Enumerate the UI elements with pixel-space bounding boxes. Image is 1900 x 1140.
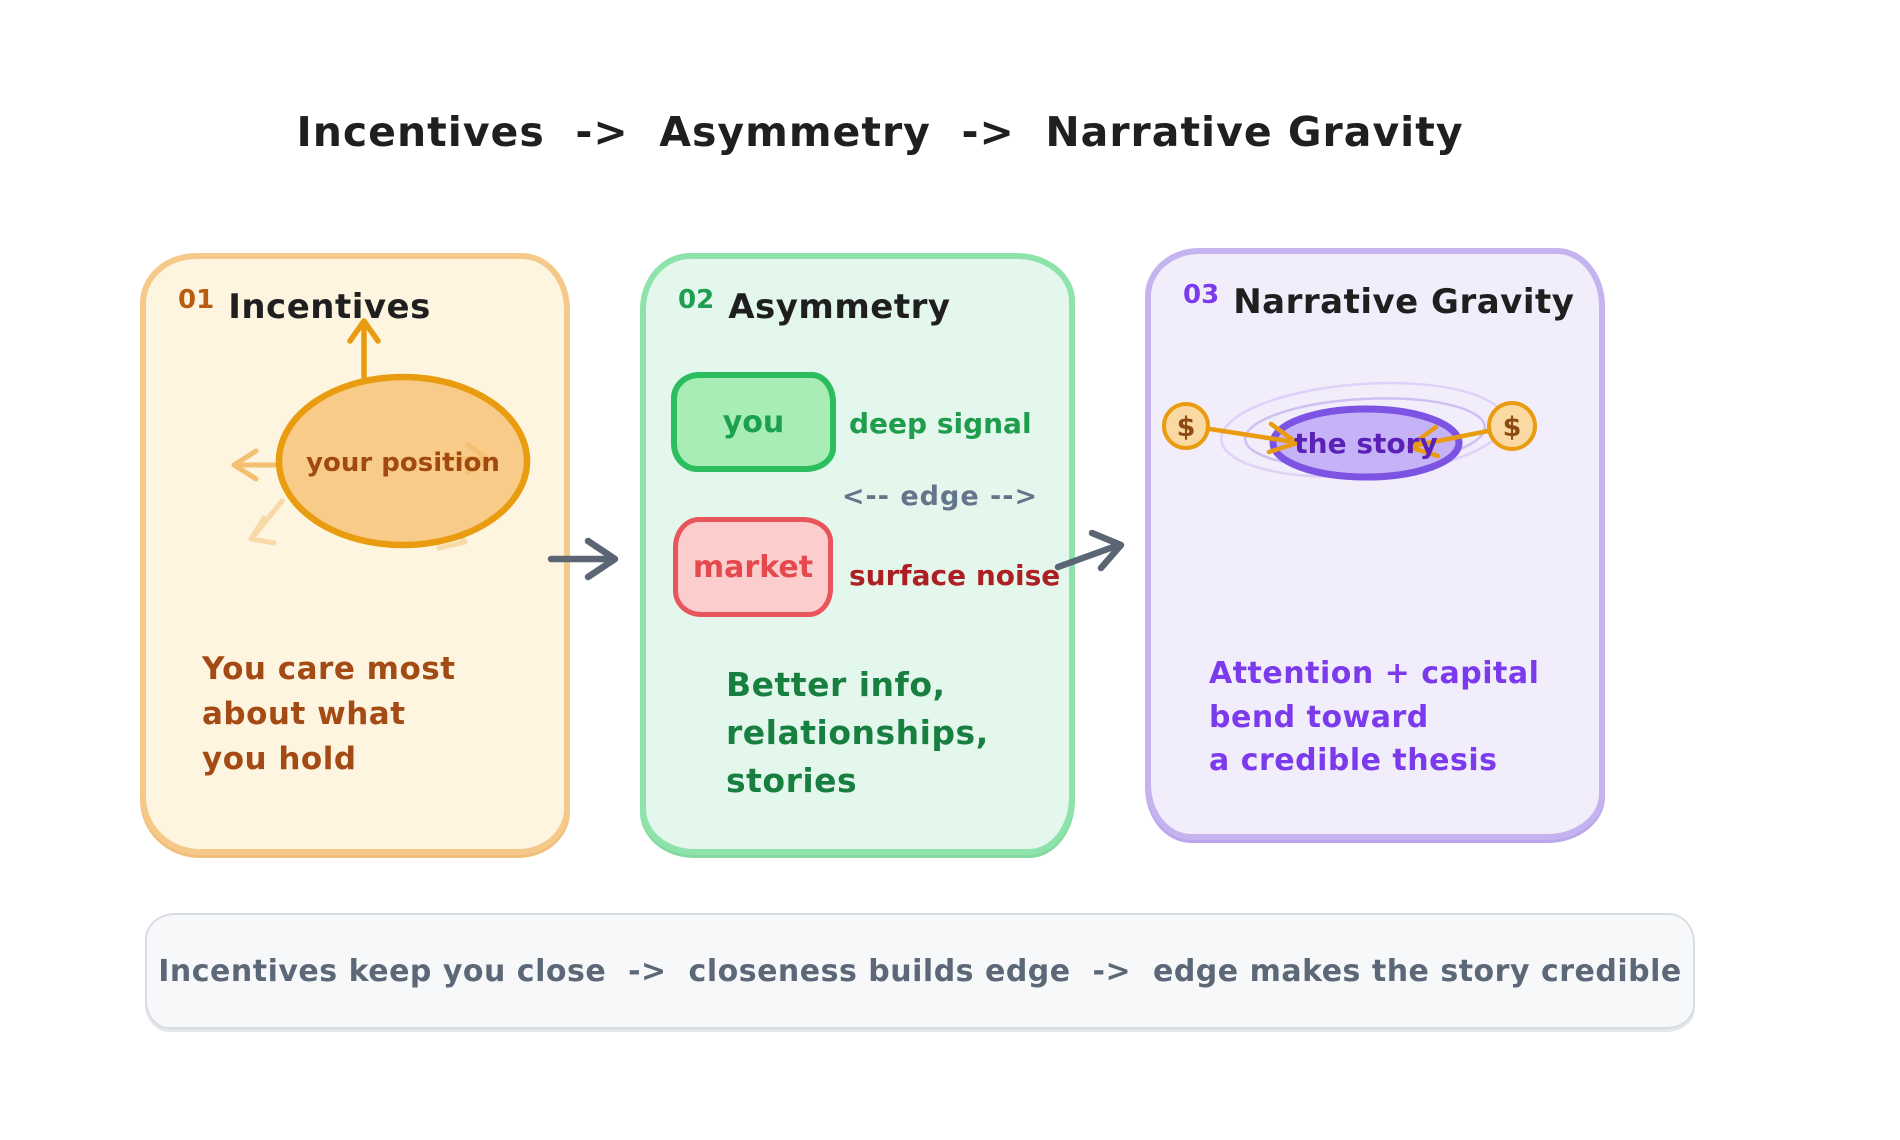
body-line: Attention + capital <box>1209 656 1540 691</box>
position-bubble-graphic: your position <box>231 318 531 551</box>
card-number: 03 <box>1183 280 1220 310</box>
market-box-label: market <box>692 549 814 585</box>
arrow-right-icon <box>443 442 491 475</box>
card-narrative-gravity-header: 03 Narrative Gravity <box>1183 280 1574 322</box>
body-line: you hold <box>202 740 357 777</box>
surface-noise-caption: surface noise <box>849 559 1061 592</box>
you-box-label: you <box>722 404 785 440</box>
body-line: Better info, <box>726 665 946 704</box>
card-incentives-body: You care most about what you hold <box>202 647 456 782</box>
your-position-bubble <box>275 373 531 549</box>
card-heading: Narrative Gravity <box>1233 282 1575 322</box>
card-asymmetry-body: Better info, relationships, stories <box>726 661 989 805</box>
you-box: you <box>671 372 836 472</box>
card-incentives-header: 01 Incentives <box>178 285 431 327</box>
body-line: a credible thesis <box>1209 743 1498 778</box>
dollar-coin-icon <box>1162 402 1210 450</box>
dollar-coin-icon <box>1487 401 1537 451</box>
market-box: market <box>673 517 833 617</box>
card-asymmetry: 02 Asymmetry you deep signal <-- edge -->… <box>640 253 1075 855</box>
card-heading: Asymmetry <box>728 287 951 327</box>
card-asymmetry-header: 02 Asymmetry <box>678 285 951 327</box>
body-line: bend toward <box>1209 699 1429 735</box>
card-number: 01 <box>178 285 215 315</box>
coin-symbol: $ <box>1177 412 1196 443</box>
body-line: relationships, <box>726 712 989 752</box>
diagram-title: Incentives -> Asymmetry -> Narrative Gra… <box>296 108 1464 156</box>
summary-text: Incentives keep you close -> closeness b… <box>158 953 1682 989</box>
story-label: the story <box>1294 427 1437 460</box>
coin-symbol: $ <box>1503 412 1522 443</box>
arrow-up-icon <box>347 318 381 380</box>
card-narrative-gravity: 03 Narrative Gravity $ $ the story Attent… <box>1145 248 1605 840</box>
deep-signal-caption: deep signal <box>849 407 1032 440</box>
card-incentives: 01 Incentives your position You care most <box>140 253 570 855</box>
arrow-coin-right-icon <box>1406 424 1491 459</box>
story-gravity-graphic: $ $ the story <box>1162 381 1537 481</box>
arrow-down-left-icon <box>248 498 285 546</box>
bubble-label: your position <box>306 448 500 478</box>
body-line: You care most <box>202 651 456 687</box>
arrow-coin-left-icon <box>1207 421 1300 455</box>
edge-label: <-- edge --> <box>841 481 1039 512</box>
body-line: stories <box>726 760 858 800</box>
summary-bar: Incentives keep you close -> closeness b… <box>145 913 1695 1029</box>
card-number: 02 <box>678 285 715 315</box>
card-heading: Incentives <box>228 287 431 327</box>
card-narrative-gravity-body: Attention + capital bend toward a credib… <box>1209 652 1539 783</box>
story-bubble <box>1269 405 1463 481</box>
body-line: about what <box>202 695 406 732</box>
